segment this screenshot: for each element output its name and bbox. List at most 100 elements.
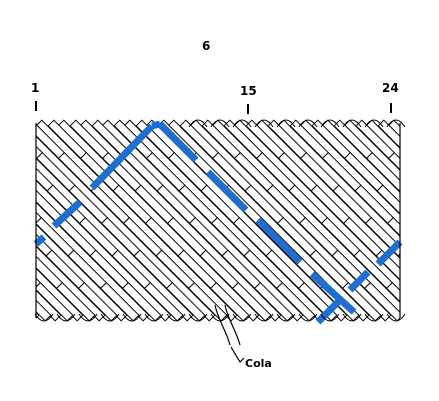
edge-loop-top bbox=[320, 119, 340, 128]
strand-ascending bbox=[231, 281, 272, 322]
highlighted-strand-segment bbox=[157, 121, 199, 163]
strand-ascending bbox=[36, 277, 42, 288]
strand-ascending bbox=[210, 216, 251, 257]
strand-ascending bbox=[233, 151, 274, 192]
edge-loop-top bbox=[342, 119, 362, 128]
strand-ascending bbox=[276, 216, 317, 257]
label-24: 24 bbox=[382, 81, 399, 95]
highlighted-strand-segment bbox=[347, 269, 371, 293]
edge-loop-bottom bbox=[298, 313, 318, 322]
highlighted-strand-segment bbox=[51, 199, 83, 229]
strand-ascending bbox=[253, 281, 294, 322]
strand-ascending bbox=[298, 216, 339, 257]
edge-loop-top bbox=[298, 119, 318, 128]
strand-ascending bbox=[0, 250, 18, 288]
strand-ascending bbox=[299, 151, 340, 192]
strand-ascending bbox=[36, 281, 74, 322]
strand-ascending bbox=[0, 218, 8, 256]
strand-ascending bbox=[420, 250, 439, 288]
strand-ascending bbox=[211, 151, 252, 192]
strand-ascending bbox=[387, 151, 400, 171]
strand-ascending bbox=[166, 216, 207, 257]
edge-loop-top bbox=[364, 119, 384, 128]
edge-loop-bottom bbox=[122, 313, 142, 322]
strand-ascending bbox=[99, 281, 140, 322]
strand-ascending bbox=[321, 151, 362, 192]
strand-ascending bbox=[55, 281, 96, 322]
strand-ascending bbox=[36, 216, 75, 257]
strand-ascending bbox=[209, 281, 250, 322]
strand-ascending bbox=[342, 216, 383, 257]
strand-ascending bbox=[145, 151, 186, 192]
braid-strands-over bbox=[0, 151, 439, 322]
edge-loop-bottom bbox=[78, 313, 98, 322]
strand-ascending bbox=[386, 216, 400, 237]
highlighted-strand-segment bbox=[33, 234, 47, 247]
highlighted-strand-segment bbox=[309, 271, 357, 315]
strand-ascending bbox=[431, 283, 439, 321]
edge-loop-top bbox=[386, 119, 406, 128]
edge-loop-bottom bbox=[144, 313, 164, 322]
strand-ascending bbox=[275, 281, 316, 322]
strand-ascending bbox=[0, 153, 9, 191]
edge-loop-bottom bbox=[100, 313, 120, 322]
strand-ascending bbox=[255, 151, 296, 192]
strand-ascending bbox=[0, 218, 30, 256]
strand-ascending bbox=[143, 281, 184, 322]
edge-loop-bottom bbox=[276, 313, 296, 322]
strand-ascending bbox=[232, 216, 273, 257]
strand-ascending bbox=[121, 281, 162, 322]
strand-ascending bbox=[0, 153, 31, 191]
highlighted-strand-segment bbox=[151, 120, 161, 130]
strand-ascending bbox=[343, 151, 384, 192]
edge-loop-top bbox=[210, 119, 230, 128]
tail-pointer bbox=[230, 346, 245, 363]
label-15: 15 bbox=[240, 84, 257, 98]
strand-ascending bbox=[363, 281, 400, 322]
strand-ascending bbox=[421, 185, 439, 223]
highlighted-strand-segment bbox=[315, 299, 341, 325]
strand-ascending bbox=[410, 218, 439, 256]
strand-ascending bbox=[77, 281, 118, 322]
strand-ascending bbox=[0, 185, 19, 223]
strand-ascending bbox=[144, 216, 185, 257]
edge-loop-bottom bbox=[232, 313, 252, 322]
strand-ascending bbox=[277, 151, 318, 192]
label-6: 6 bbox=[202, 39, 210, 53]
strand-ascending bbox=[377, 119, 400, 149]
edge-loop-bottom bbox=[320, 313, 340, 322]
label-cola: Cola bbox=[245, 357, 272, 370]
edge-loop-bottom bbox=[364, 313, 384, 322]
strand-ascending bbox=[36, 299, 52, 322]
edge-loop-top bbox=[276, 119, 296, 128]
tail-strand bbox=[214, 304, 241, 346]
strand-ascending bbox=[432, 218, 439, 256]
strand-ascending bbox=[0, 283, 29, 321]
strand-ascending bbox=[36, 167, 54, 192]
highlighted-strand-segment bbox=[255, 217, 303, 265]
strand-ascending bbox=[409, 283, 439, 321]
strand-ascending bbox=[165, 281, 206, 322]
edge-loop-bottom bbox=[56, 313, 76, 322]
edge-loop-top bbox=[188, 119, 208, 128]
highlighted-strand bbox=[33, 120, 403, 325]
strand-ascending bbox=[365, 151, 400, 192]
strand-ascending bbox=[36, 151, 76, 192]
highlighted-strand-segment bbox=[205, 169, 249, 213]
edge-loop-top bbox=[232, 119, 252, 128]
edge-loop-bottom bbox=[342, 313, 362, 322]
strand-ascending bbox=[411, 153, 439, 191]
highlighted-strand-segment bbox=[89, 123, 155, 191]
edge-loop-bottom bbox=[386, 313, 406, 322]
strand-ascending bbox=[320, 216, 361, 257]
edge-loop-bottom bbox=[188, 313, 208, 322]
strand-ascending bbox=[0, 120, 20, 158]
strand-ascending bbox=[79, 151, 120, 192]
strand-ascending bbox=[188, 216, 229, 257]
strand-descending bbox=[36, 311, 40, 319]
braid-edges bbox=[34, 119, 406, 322]
strand-ascending bbox=[385, 281, 400, 303]
edge-loop-top bbox=[254, 119, 274, 128]
edge-loop-bottom bbox=[166, 313, 186, 322]
